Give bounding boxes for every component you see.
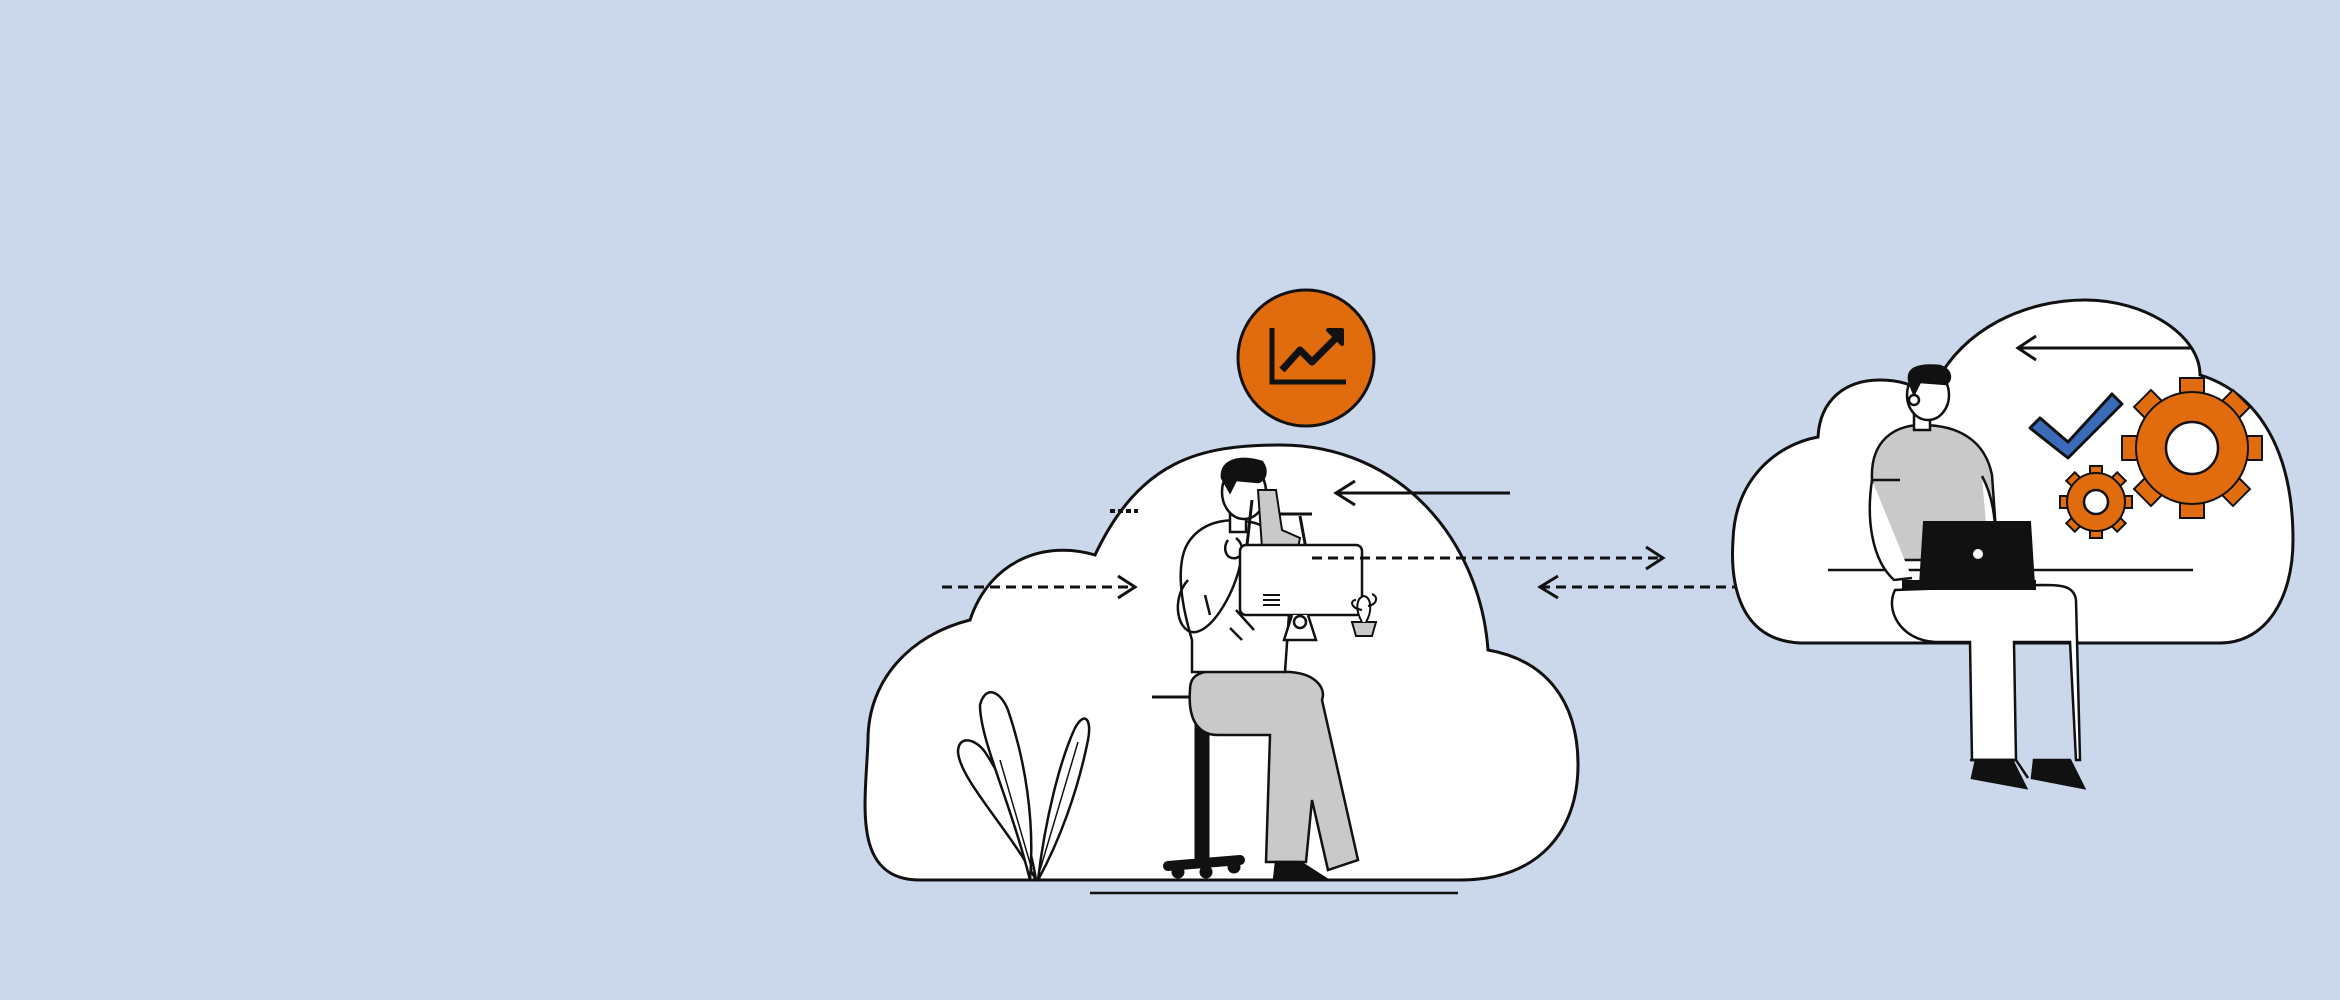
dashed-arrow-icon	[942, 574, 1138, 600]
cactus-plant-icon	[1350, 593, 1378, 637]
laptop-icon	[1902, 521, 2036, 590]
gear-small-icon	[2059, 465, 2133, 539]
gear-large-icon	[2121, 377, 2263, 519]
arrow-left-icon	[1333, 479, 1510, 507]
arrow-left-icon	[2015, 334, 2192, 362]
checkmark-icon	[2028, 392, 2124, 460]
plant-icon	[956, 691, 1091, 881]
monitor-icon	[1238, 543, 1364, 642]
cloud-right-icon	[1731, 298, 2295, 645]
trend-chart-badge-icon	[1236, 288, 1376, 428]
dashed-arrow-icon	[1312, 545, 1900, 600]
